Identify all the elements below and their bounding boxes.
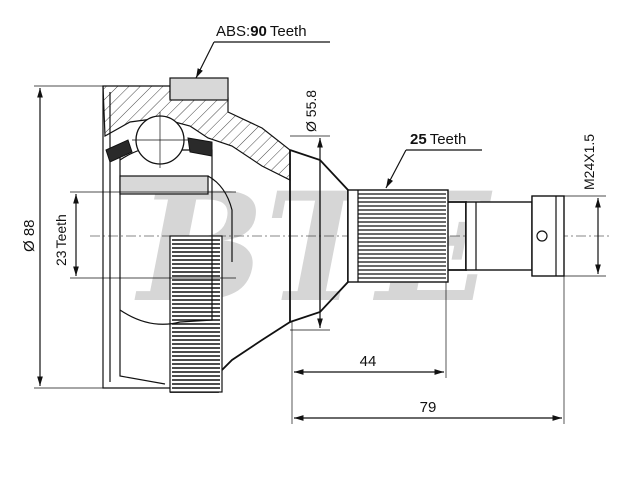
abs-value: 90 xyxy=(250,23,267,40)
abs-colon: : xyxy=(246,23,250,40)
abs-unit: Teeth xyxy=(270,23,307,40)
cotter-hole xyxy=(536,230,548,242)
abs-ring-top xyxy=(169,77,229,101)
outer-spline-teeth xyxy=(358,193,446,279)
length-44-label: 44 xyxy=(360,353,377,370)
abs-ring-teeth xyxy=(169,235,223,393)
inner-spline-unit: Teeth xyxy=(53,214,69,248)
inner-race-band xyxy=(119,175,209,195)
abs-leader-line xyxy=(195,41,215,79)
outer-spline-value: 25 xyxy=(410,131,427,148)
outer-spline-unit: Teeth xyxy=(430,131,467,148)
thread-label: M24X1.5 xyxy=(581,134,597,190)
thread-section xyxy=(465,201,533,271)
cage-left-piece xyxy=(105,139,133,163)
abs-prefix: ABS xyxy=(216,23,246,40)
length-79-label: 79 xyxy=(420,399,437,416)
diameter-558-label: Ø 55.8 xyxy=(303,90,319,132)
diameter-88-label: Ø 88 xyxy=(21,219,38,252)
inner-spline-label: 23 Teeth xyxy=(53,214,69,266)
spline-leader-line xyxy=(385,149,407,189)
cage-right-piece xyxy=(187,137,213,157)
housing-cup-line xyxy=(119,150,166,385)
inner-spline-value: 23 xyxy=(53,250,69,266)
outer-spline-body xyxy=(347,189,449,283)
